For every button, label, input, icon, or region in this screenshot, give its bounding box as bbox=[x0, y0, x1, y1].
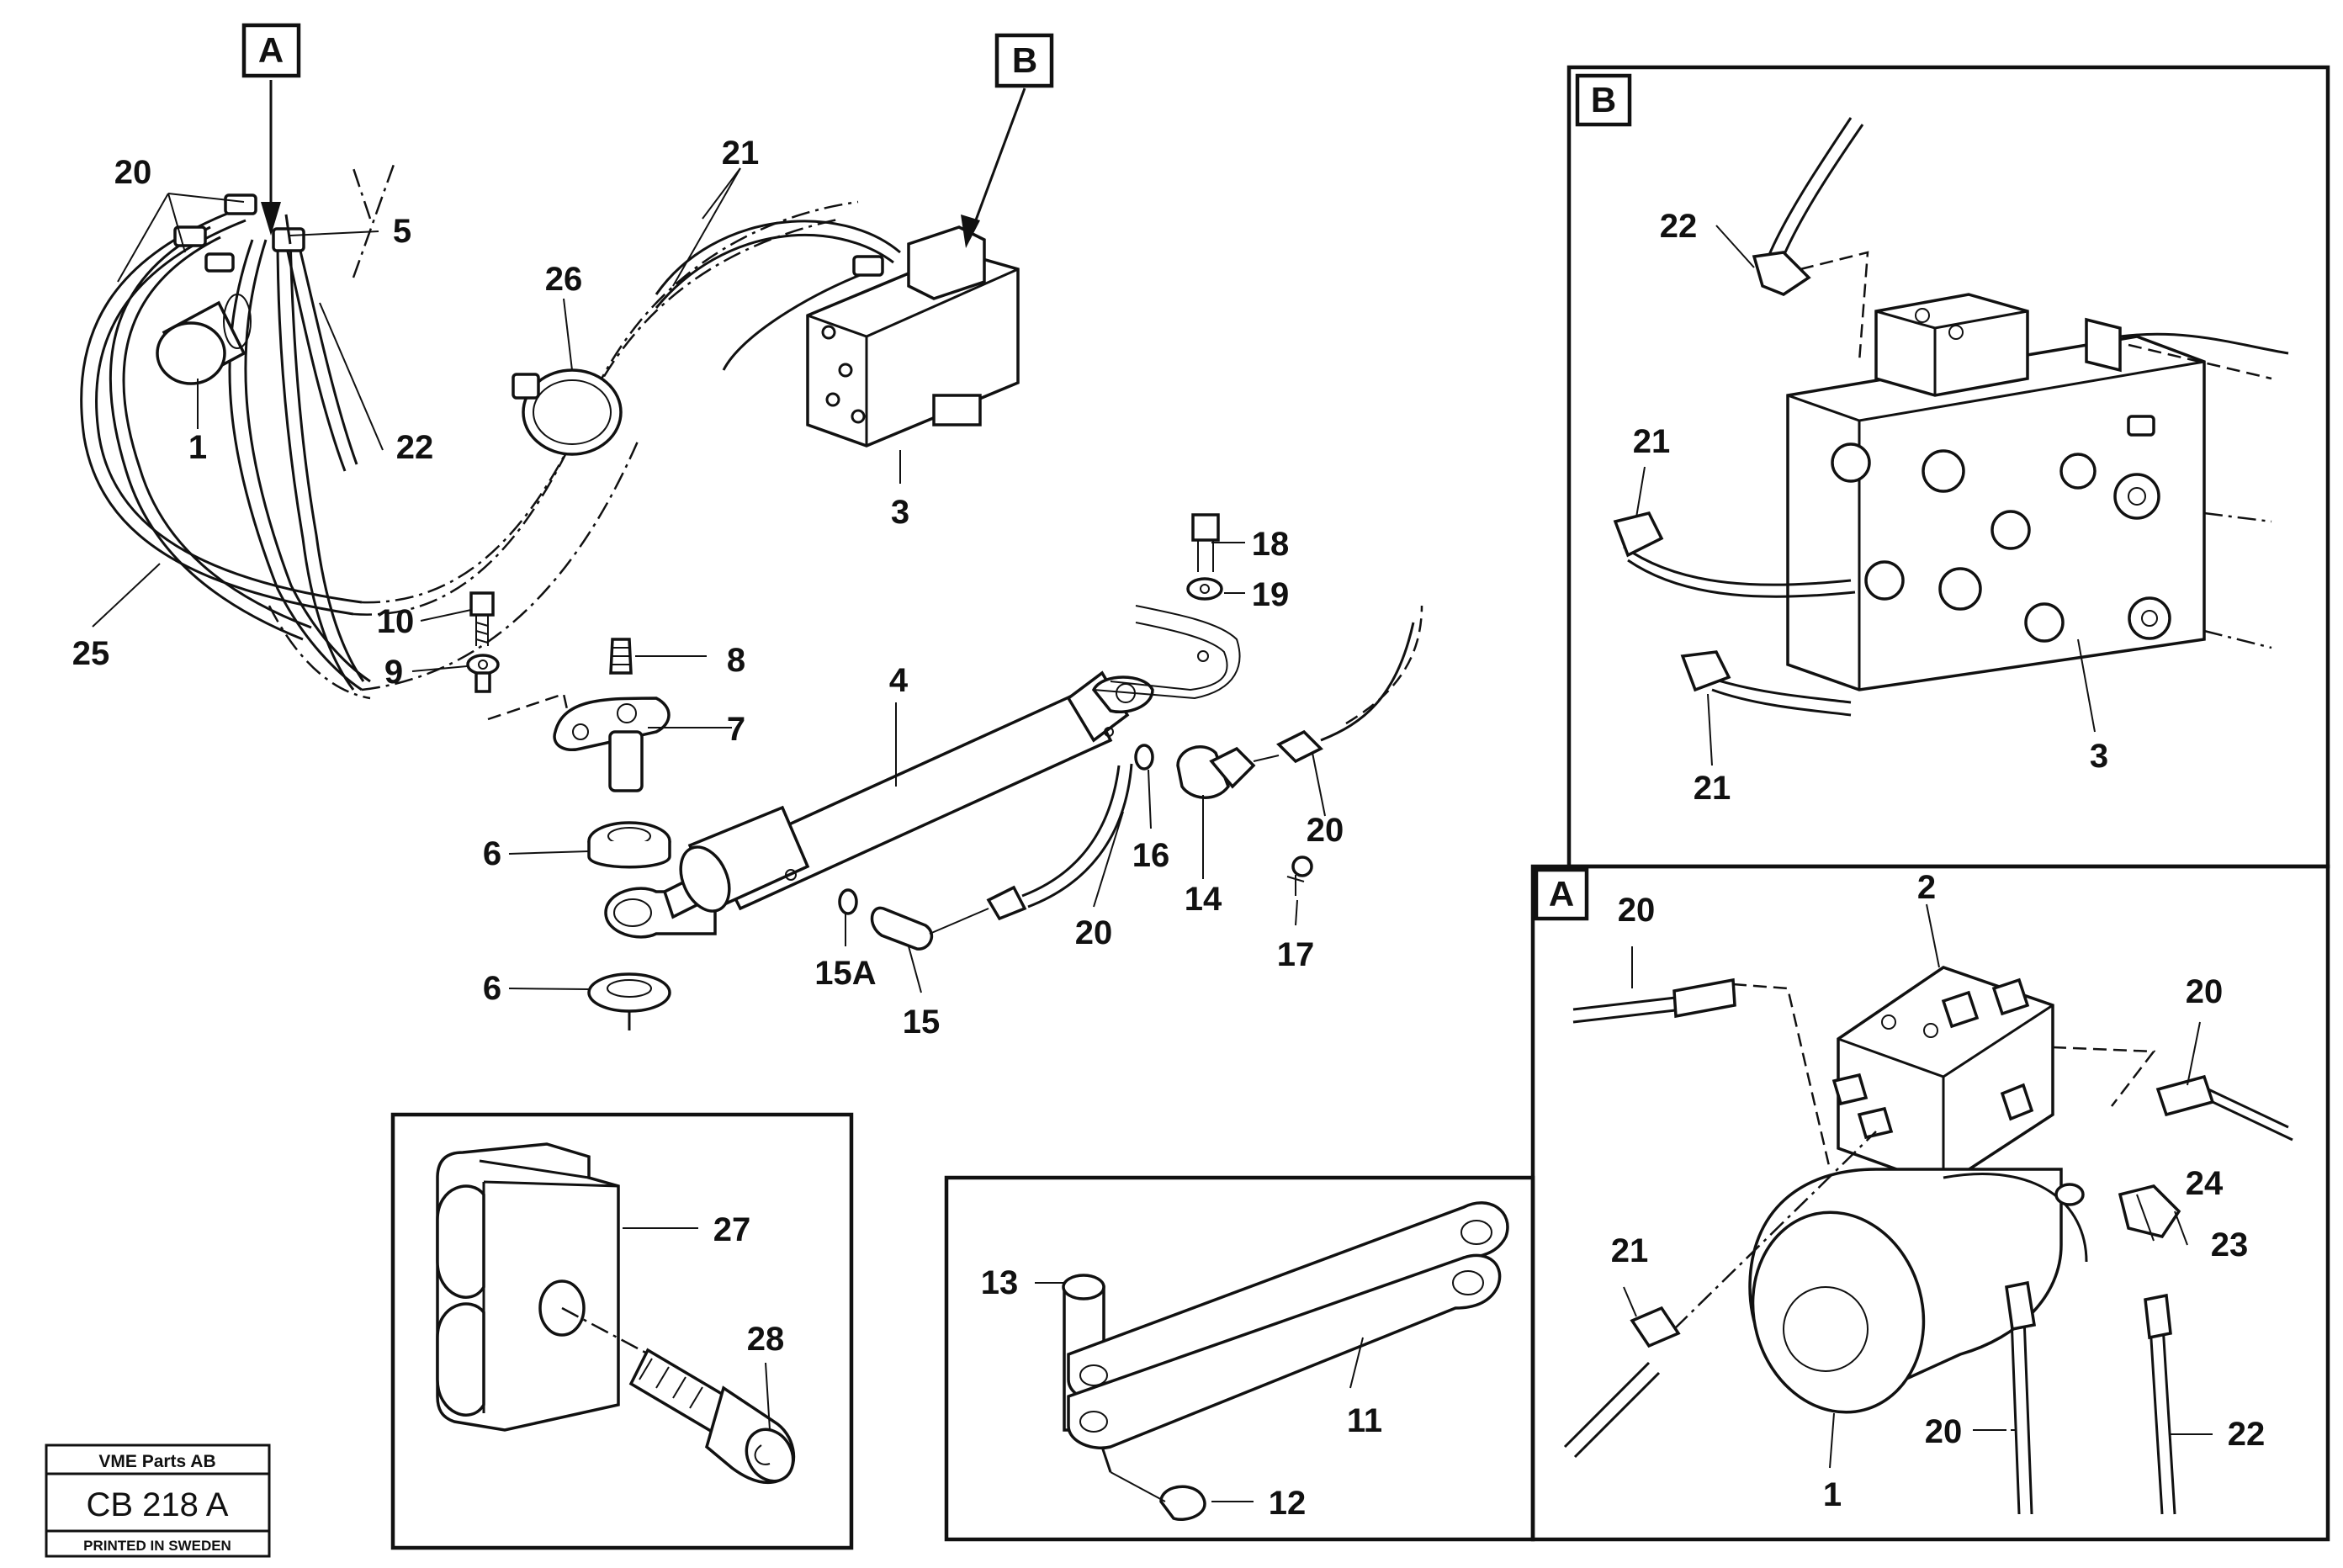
callout-21-b-upper: 21 bbox=[1633, 423, 1671, 460]
callout-16: 16 bbox=[1132, 837, 1170, 874]
callout-6-lower: 6 bbox=[483, 970, 501, 1007]
return-hose-top bbox=[655, 220, 901, 295]
stamp-code: CB 218 A bbox=[86, 1486, 228, 1523]
detail-tag-b-main: B bbox=[961, 33, 1054, 248]
hose-clamp bbox=[512, 368, 623, 456]
callout-13: 13 bbox=[981, 1264, 1019, 1301]
callout-25: 25 bbox=[72, 635, 110, 672]
bolt-washer-set-b bbox=[1093, 513, 1241, 700]
callout-23: 23 bbox=[2211, 1226, 2249, 1263]
bolt-washer-set-a bbox=[466, 591, 574, 733]
fittings-cluster bbox=[173, 193, 305, 273]
callout-17: 17 bbox=[1277, 936, 1315, 973]
callout-5: 5 bbox=[393, 213, 411, 250]
detail-tag-b-text: B bbox=[1012, 40, 1037, 80]
callout-3-main: 3 bbox=[891, 494, 909, 531]
detail-a-motor bbox=[1748, 1168, 2088, 1414]
detail-tag-a-main: A bbox=[241, 23, 301, 236]
callout-20-main-c: 20 bbox=[1075, 914, 1113, 951]
cylinder-port-fittings-right bbox=[1134, 605, 1423, 896]
detail-b-fittings bbox=[1831, 415, 2171, 643]
callout-27: 27 bbox=[713, 1211, 751, 1248]
callout-22-a: 22 bbox=[2228, 1416, 2266, 1453]
callout-1-main: 1 bbox=[188, 429, 207, 466]
callout-8: 8 bbox=[727, 642, 745, 679]
detail-tag-a-panel-text: A bbox=[1549, 874, 1574, 914]
callout-4: 4 bbox=[889, 662, 909, 699]
steering-cylinder bbox=[604, 670, 1154, 939]
detail-a-panel: A bbox=[1530, 864, 2330, 1542]
detail-tag-a-text: A bbox=[258, 30, 284, 70]
grease-nipple-bracket bbox=[553, 638, 671, 792]
clamp-block-detail bbox=[390, 1112, 854, 1550]
callout-26: 26 bbox=[545, 261, 583, 298]
callout-20-main-a: 20 bbox=[114, 154, 152, 191]
callout-15: 15 bbox=[903, 1004, 941, 1041]
callout-20-main-b: 20 bbox=[1307, 812, 1344, 849]
callout-7: 7 bbox=[727, 711, 745, 748]
stamp-printed: PRINTED IN SWEDEN bbox=[83, 1538, 231, 1554]
callout-22-main: 22 bbox=[396, 429, 434, 466]
callout-20-a-right: 20 bbox=[2186, 973, 2224, 1010]
detail-b-panel: B bbox=[1566, 65, 2330, 869]
callout-21-main: 21 bbox=[722, 135, 760, 172]
valve-block bbox=[722, 225, 1020, 448]
callout-21-b-lower: 21 bbox=[1694, 770, 1731, 807]
detail-tag-b-panel-text: B bbox=[1591, 80, 1616, 119]
callout-labels: 20 5 21 26 1 22 3 25 18 19 10 9 8 7 4 6 … bbox=[72, 135, 2266, 1522]
callout-14: 14 bbox=[1185, 881, 1222, 918]
callout-10: 10 bbox=[377, 603, 415, 640]
callout-20-a-left: 20 bbox=[1618, 892, 1656, 929]
callout-6-upper: 6 bbox=[483, 835, 501, 872]
callout-12: 12 bbox=[1269, 1485, 1307, 1522]
callout-19: 19 bbox=[1252, 576, 1290, 613]
bushings bbox=[587, 821, 671, 1030]
callout-28: 28 bbox=[747, 1321, 785, 1358]
callout-1-a: 1 bbox=[1823, 1476, 1842, 1513]
callout-2: 2 bbox=[1917, 869, 1936, 906]
callout-11: 11 bbox=[1347, 1402, 1382, 1439]
link-arm-detail bbox=[944, 1175, 1535, 1542]
leader-lines-main bbox=[92, 167, 1326, 993]
callout-15a: 15A bbox=[814, 955, 876, 992]
callout-18: 18 bbox=[1252, 526, 1290, 563]
callout-22-b: 22 bbox=[1660, 208, 1698, 245]
stamp-company: VME Parts AB bbox=[98, 1452, 215, 1471]
callout-21-a: 21 bbox=[1611, 1232, 1649, 1269]
title-stamp: VME Parts AB CB 218 A PRINTED IN SWEDEN bbox=[45, 1444, 271, 1558]
filter-canister bbox=[156, 294, 252, 385]
callout-3-b: 3 bbox=[2090, 738, 2108, 775]
callout-20-a-bottom: 20 bbox=[1925, 1413, 1963, 1450]
cylinder-port-fittings-left bbox=[838, 763, 1133, 951]
callout-9: 9 bbox=[384, 654, 403, 691]
callout-24: 24 bbox=[2186, 1165, 2224, 1202]
